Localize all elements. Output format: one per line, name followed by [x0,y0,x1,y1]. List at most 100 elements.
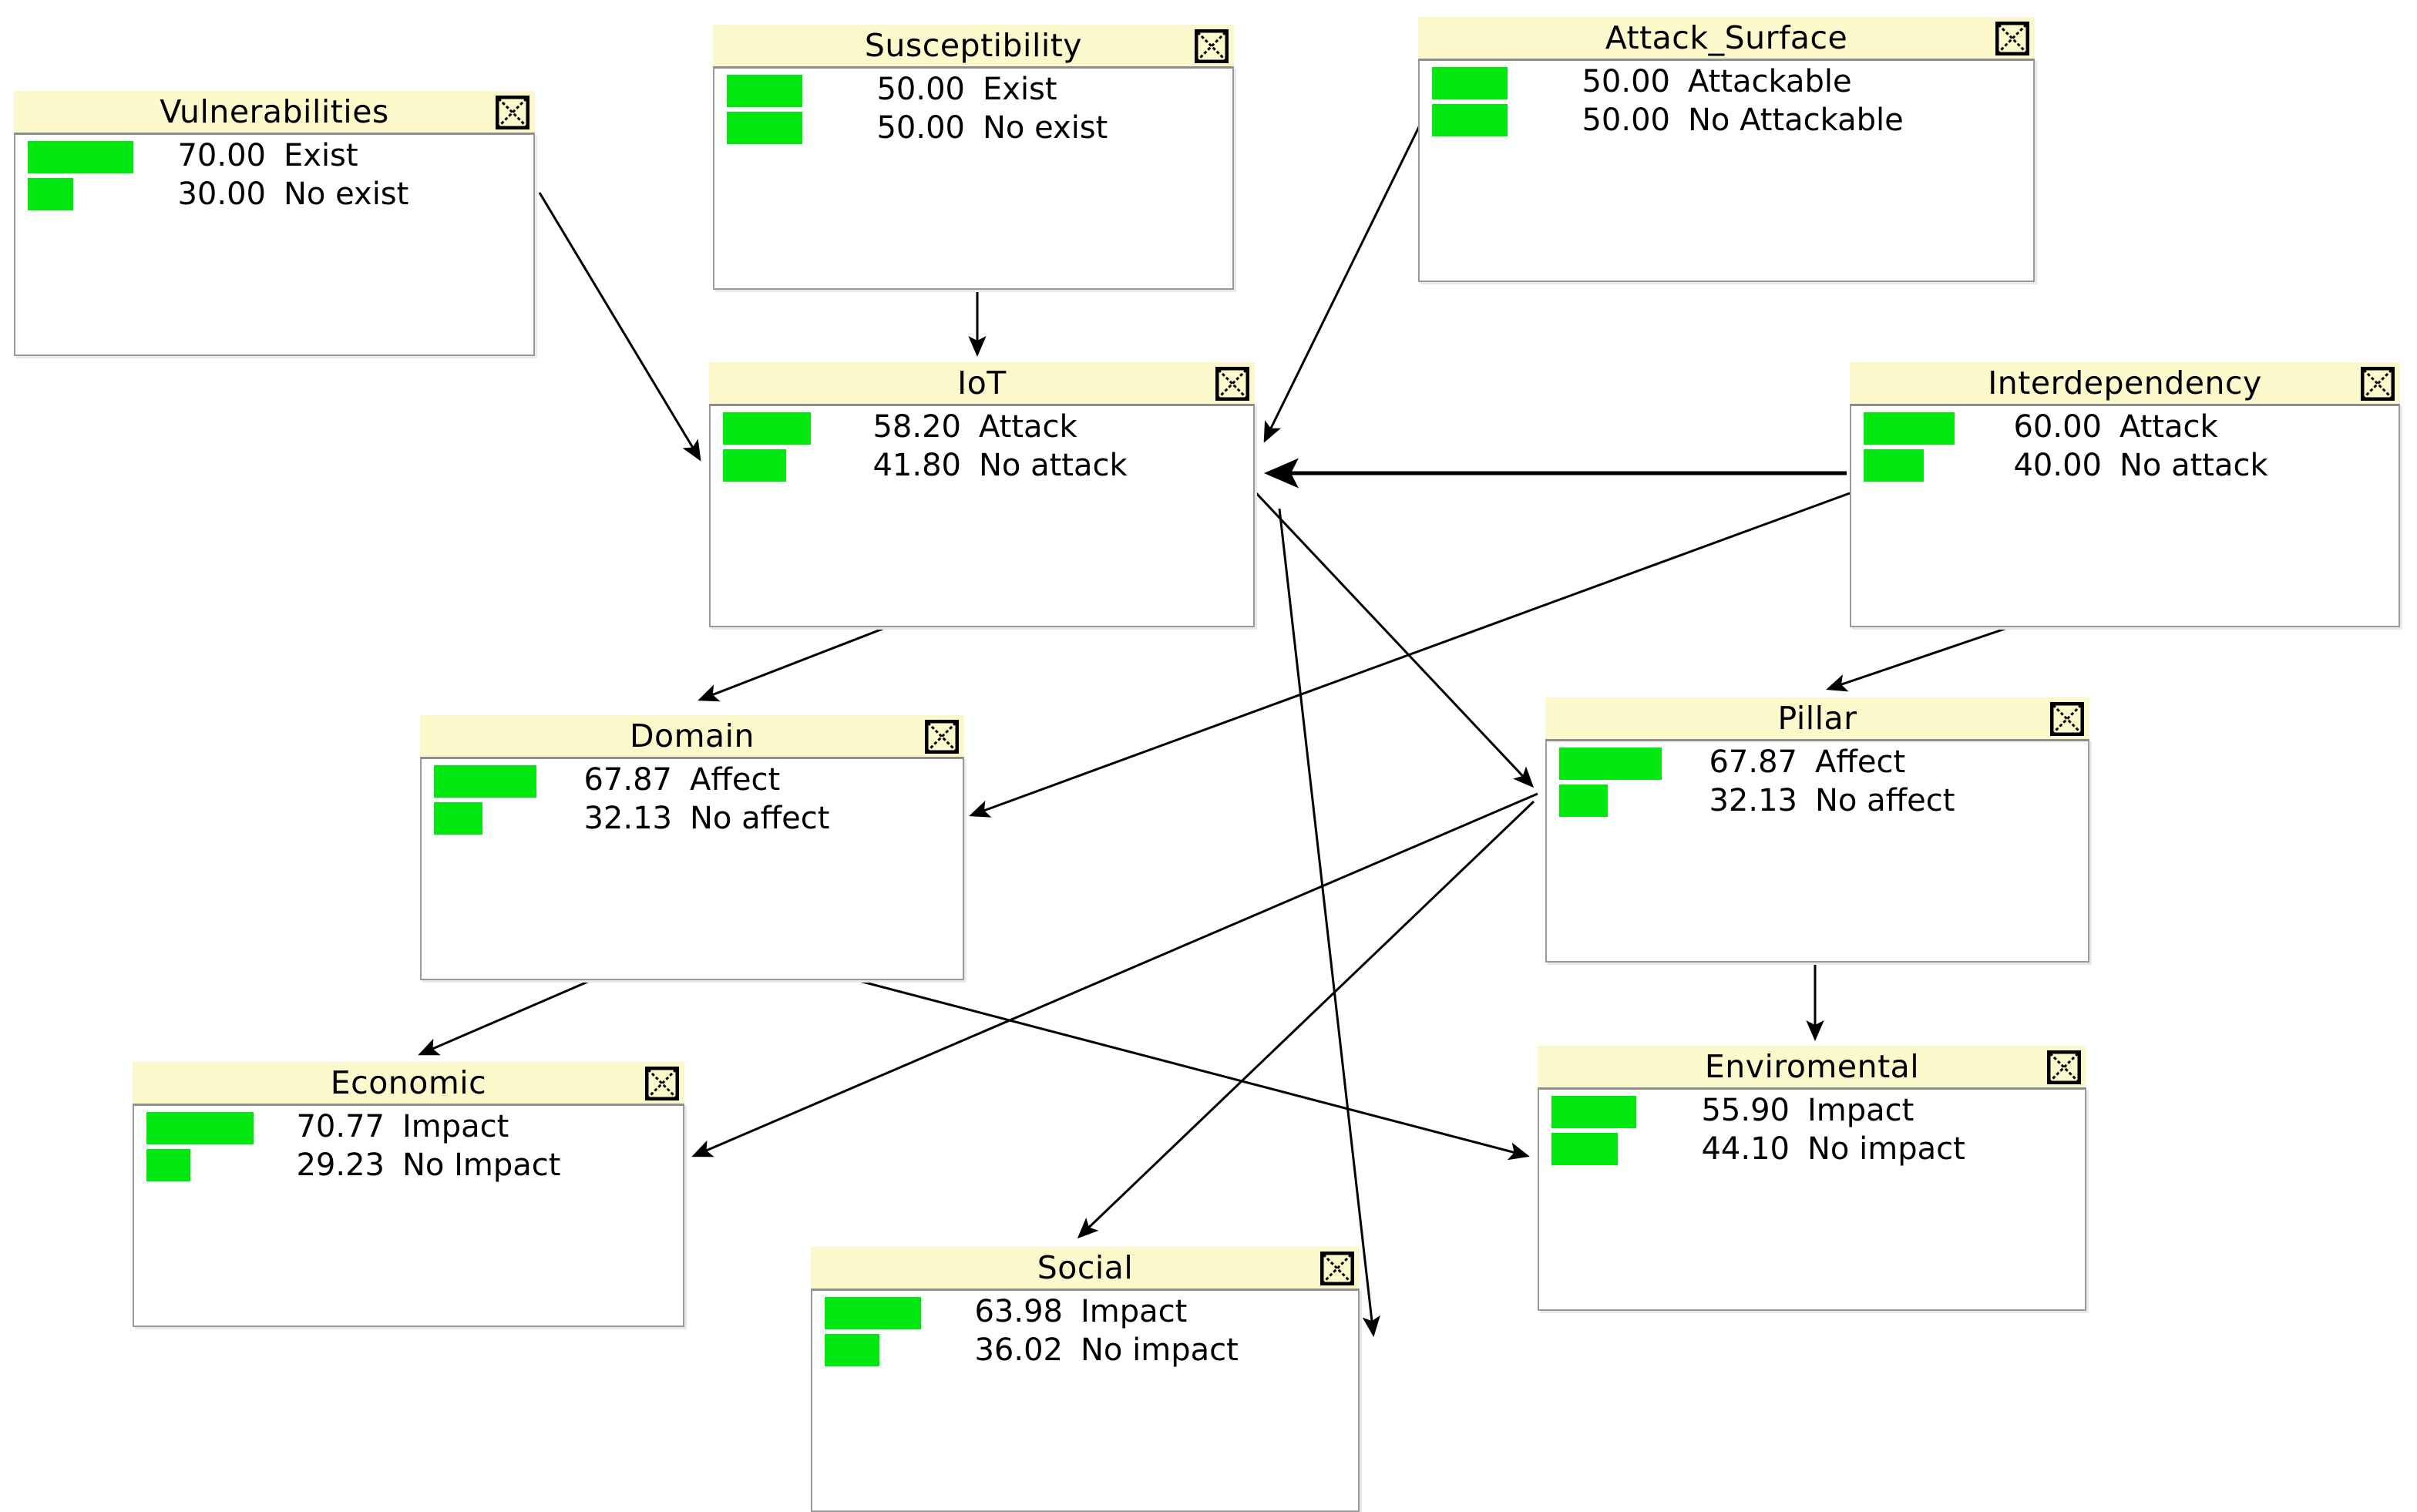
probability-bar [723,412,811,445]
close-x-icon[interactable] [496,96,529,129]
state-row: 44.10 No impact [1539,1131,2085,1173]
probability-value: 44.10 [1701,1131,1790,1167]
close-x-icon[interactable] [2050,702,2084,736]
edge-vulnerabilities-to-iot [538,192,701,462]
close-x-icon[interactable] [925,720,959,754]
state-row: 32.13 No affect [1547,783,2088,825]
state-label: Affect [1815,744,1906,780]
node-title-bar-vulnerabilities[interactable]: Vulnerabilities [14,91,535,133]
probability-value: 70.77 [296,1109,385,1144]
node-iot[interactable]: IoT 58.20 Attack 41.80 No attack [709,362,1255,627]
state-label: No attack [2119,448,2268,483]
node-title-label: Domain [629,717,755,754]
node-title-label: Pillar [1777,700,1857,737]
node-title-label: Susceptibility [864,27,1083,64]
probability-value: 50.00 [876,72,965,107]
state-row: 50.00 No exist [714,110,1232,152]
node-title-bar-interdependency[interactable]: Interdependency [1850,362,2400,404]
node-title-bar-economic[interactable]: Economic [133,1062,684,1104]
probability-bar [434,802,482,835]
node-social[interactable]: Social 63.98 Impact 36.02 No impact [811,1247,1360,1512]
state-row: 50.00 Exist [714,69,1232,110]
close-x-icon[interactable] [1215,367,1249,401]
state-label: No exist [983,110,1108,146]
probability-value: 58.20 [872,409,961,445]
node-title-bar-enviromental[interactable]: Enviromental [1538,1046,2086,1087]
edge-attack_surface-to-iot [1263,93,1437,443]
node-title-bar-iot[interactable]: IoT [709,362,1255,404]
state-row: 40.00 No attack [1851,448,2399,489]
probability-value: 50.00 [1582,102,1670,138]
close-x-icon[interactable] [2047,1050,2081,1084]
close-x-icon[interactable] [645,1067,679,1100]
probability-bar [1432,104,1508,136]
probability-bar [434,765,536,798]
probability-bar [146,1149,190,1181]
close-x-icon[interactable] [2361,367,2395,401]
state-label: No impact [1807,1131,1965,1167]
state-label: No exist [284,176,409,212]
probability-value: 50.00 [876,110,965,146]
node-susceptibility[interactable]: Susceptibility 50.00 Exist 50.00 No exist [713,25,1234,290]
probability-bar [1559,748,1662,780]
state-label: No attack [979,448,1128,483]
state-label: No affect [1815,783,1955,818]
probability-bar [1551,1133,1618,1165]
state-row: 41.80 No attack [711,448,1253,489]
node-title-bar-susceptibility[interactable]: Susceptibility [713,25,1234,66]
node-title-bar-pillar[interactable]: Pillar [1545,697,2089,739]
node-title-label: Vulnerabilities [160,93,389,130]
node-title-label: Attack_Surface [1605,19,1848,56]
probability-bar [1864,449,1924,482]
node-body-social: 63.98 Impact 36.02 No impact [811,1289,1360,1512]
probability-bar [825,1334,879,1366]
state-label: Attack [2119,409,2218,445]
state-row: 36.02 No impact [812,1332,1358,1374]
probability-value: 41.80 [872,448,961,483]
state-label: No Impact [402,1147,561,1183]
probability-value: 40.00 [2013,448,2102,483]
state-label: Attack [979,409,1077,445]
probability-value: 63.98 [974,1294,1063,1329]
probability-value: 70.00 [177,138,266,173]
state-label: No impact [1081,1332,1239,1368]
probability-bar [28,141,133,173]
probability-value: 32.13 [1709,783,1797,818]
state-label: Impact [1081,1294,1188,1329]
state-label: Exist [983,72,1057,107]
node-title-bar-social[interactable]: Social [811,1247,1360,1289]
probability-value: 50.00 [1582,64,1670,99]
close-x-icon[interactable] [1995,22,2029,55]
close-x-icon[interactable] [1320,1252,1354,1285]
probability-value: 36.02 [974,1332,1063,1368]
probability-bar [1559,785,1608,817]
state-label: No affect [690,801,830,836]
state-row: 63.98 Impact [812,1291,1358,1332]
probability-bar [1432,67,1508,99]
probability-value: 67.87 [583,762,672,798]
close-x-icon[interactable] [1195,29,1229,63]
node-title-bar-domain[interactable]: Domain [420,715,964,757]
probability-bar [825,1297,921,1329]
probability-bar [1864,412,1955,445]
node-title-bar-attack_surface[interactable]: Attack_Surface [1418,17,2035,59]
